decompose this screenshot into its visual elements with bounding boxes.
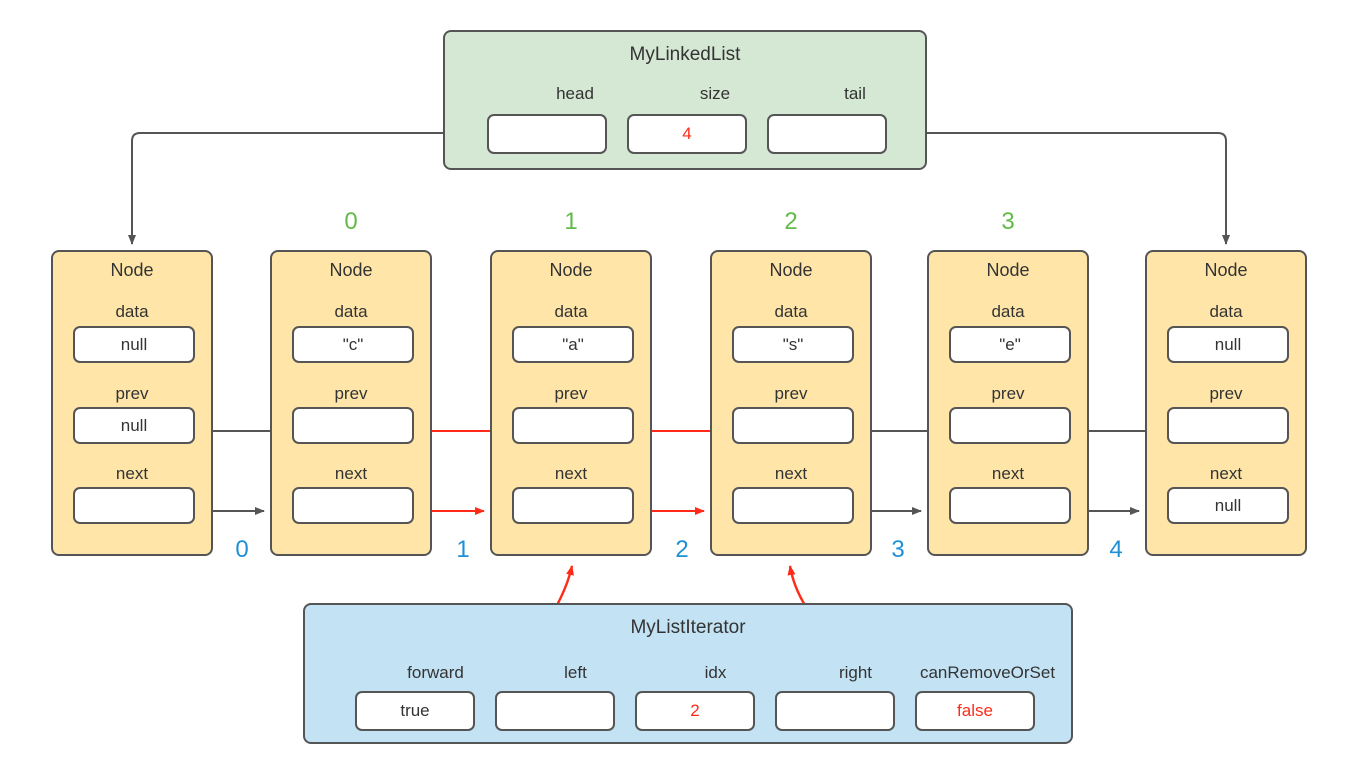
node-2-slot-prev[interactable]	[512, 407, 634, 444]
node-2-label-prev: prev	[554, 384, 588, 403]
node-1-slot-data[interactable]: "c"	[292, 326, 414, 363]
mylinkedlist-field-label-size: size	[699, 84, 731, 103]
node-1-label-data: data	[334, 302, 368, 321]
mylinkedlist-field-slot-tail[interactable]	[767, 114, 887, 154]
iterator-field-slot-canremoveorset[interactable]: false	[915, 691, 1035, 731]
position-index-1: 1	[456, 536, 470, 563]
position-index-2: 2	[675, 536, 689, 563]
position-index-4: 4	[1109, 536, 1123, 563]
iterator-field-label-idx: idx	[704, 663, 727, 682]
node-0-label-data: data	[115, 302, 149, 321]
node-2-title: Node	[549, 260, 593, 280]
position-index-0: 0	[235, 536, 249, 563]
node-4-slot-next[interactable]	[949, 487, 1071, 524]
node-3-slot-prev[interactable]	[732, 407, 854, 444]
node-1-slot-next[interactable]	[292, 487, 414, 524]
node-3: Node data "s" prev next	[710, 250, 872, 556]
node-5-label-next: next	[1209, 464, 1243, 483]
node-5: Node data null prev next null	[1145, 250, 1307, 556]
element-index-2: 2	[784, 208, 798, 235]
node-1-label-prev: prev	[334, 384, 368, 403]
node-3-slot-data[interactable]: "s"	[732, 326, 854, 363]
mylinkedlist-field-slot-head[interactable]	[487, 114, 607, 154]
node-0-title: Node	[110, 260, 154, 280]
iterator-field-slot-left[interactable]	[495, 691, 615, 731]
iterator-field-label-canremoveorset: canRemoveOrSet	[919, 663, 1056, 682]
node-0-label-next: next	[115, 464, 149, 483]
node-4-label-data: data	[991, 302, 1025, 321]
node-4-label-next: next	[991, 464, 1025, 483]
node-5-slot-next[interactable]: null	[1167, 487, 1289, 524]
head-pointer-arrow	[128, 132, 485, 245]
mylinkedlist-field-label-tail: tail	[844, 84, 866, 103]
node-4-slot-prev[interactable]	[949, 407, 1071, 444]
node-4-label-prev: prev	[991, 384, 1025, 403]
node-0-label-prev: prev	[115, 384, 149, 403]
element-index-1: 1	[564, 208, 578, 235]
node-2-label-data: data	[554, 302, 588, 321]
node-0-slot-data[interactable]: null	[73, 326, 195, 363]
node-5-slot-data[interactable]: null	[1167, 326, 1289, 363]
node-5-label-prev: prev	[1209, 384, 1243, 403]
element-index-3: 3	[1001, 208, 1015, 235]
node-0-slot-next[interactable]	[73, 487, 195, 524]
node-3-slot-next[interactable]	[732, 487, 854, 524]
tail-pointer-arrow	[884, 132, 1230, 245]
node-3-label-data: data	[774, 302, 808, 321]
node-5-title: Node	[1204, 260, 1248, 280]
mylinkedlist-field-slot-size[interactable]: 4	[627, 114, 747, 154]
mylinkedlist-box: MyLinkedList head size 4 tail	[443, 30, 927, 170]
node-2: Node data "a" prev next	[490, 250, 652, 556]
mylinkedlist-field-label-head: head	[556, 84, 594, 103]
iterator-field-slot-right[interactable]	[775, 691, 895, 731]
node-4: Node data "e" prev next	[927, 250, 1089, 556]
node-1-title: Node	[329, 260, 373, 280]
iterator-field-label-forward: forward	[407, 663, 464, 682]
node-5-slot-prev[interactable]	[1167, 407, 1289, 444]
node-0-slot-prev[interactable]: null	[73, 407, 195, 444]
element-index-0: 0	[344, 208, 358, 235]
node-3-label-prev: prev	[774, 384, 808, 403]
node-4-slot-data[interactable]: "e"	[949, 326, 1071, 363]
node-3-title: Node	[769, 260, 813, 280]
node-0: Node data null prev null next	[51, 250, 213, 556]
node-4-title: Node	[986, 260, 1030, 280]
mylinkedlist-title: MyLinkedList	[629, 44, 741, 65]
node-5-label-data: data	[1209, 302, 1243, 321]
node-1: Node data "c" prev next	[270, 250, 432, 556]
node-1-label-next: next	[334, 464, 368, 483]
node-2-slot-data[interactable]: "a"	[512, 326, 634, 363]
node-2-slot-next[interactable]	[512, 487, 634, 524]
node-1-slot-prev[interactable]	[292, 407, 414, 444]
position-index-3: 3	[891, 536, 905, 563]
node-2-label-next: next	[554, 464, 588, 483]
mylistiterator-box: MyListIterator forward true left idx 2 r…	[303, 603, 1073, 744]
mylistiterator-title: MyListIterator	[630, 617, 746, 638]
iterator-field-slot-forward[interactable]: true	[355, 691, 475, 731]
iterator-field-slot-idx[interactable]: 2	[635, 691, 755, 731]
node-3-label-next: next	[774, 464, 808, 483]
